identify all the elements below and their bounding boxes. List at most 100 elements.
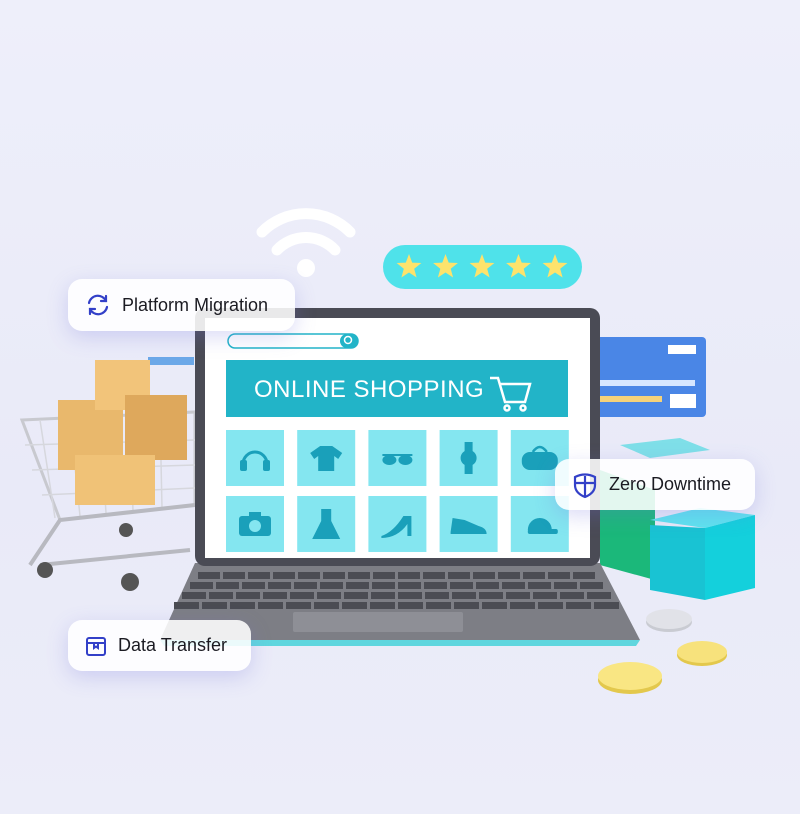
shopping-cart-with-boxes-icon bbox=[19, 357, 197, 591]
key bbox=[566, 602, 591, 609]
online-shopping-banner: ONLINE SHOPPING bbox=[254, 376, 485, 403]
key bbox=[423, 572, 445, 579]
star-icon bbox=[506, 254, 531, 278]
headphones-icon bbox=[240, 450, 270, 471]
key bbox=[528, 582, 551, 589]
key bbox=[320, 582, 343, 589]
key bbox=[182, 592, 206, 599]
key bbox=[373, 572, 395, 579]
star-icon bbox=[469, 254, 495, 278]
key bbox=[398, 582, 421, 589]
key bbox=[398, 572, 420, 579]
teal-boxes-icon bbox=[600, 438, 755, 600]
key bbox=[371, 592, 395, 599]
key bbox=[198, 572, 220, 579]
key bbox=[573, 572, 595, 579]
product-tile-dress[interactable] bbox=[297, 496, 356, 552]
product-tile-camera[interactable] bbox=[226, 496, 284, 552]
key bbox=[216, 582, 239, 589]
key bbox=[317, 592, 341, 599]
key bbox=[323, 572, 345, 579]
key bbox=[479, 592, 503, 599]
key bbox=[398, 592, 422, 599]
laptop-screen bbox=[195, 308, 600, 566]
refresh-icon bbox=[87, 294, 109, 316]
key bbox=[482, 602, 507, 609]
key bbox=[594, 602, 619, 609]
key bbox=[236, 592, 260, 599]
t-shirt-icon bbox=[310, 446, 343, 471]
key bbox=[344, 592, 368, 599]
key bbox=[273, 572, 295, 579]
key bbox=[314, 602, 339, 609]
key bbox=[342, 602, 367, 609]
key bbox=[202, 602, 227, 609]
key bbox=[230, 602, 255, 609]
key bbox=[533, 592, 557, 599]
key bbox=[294, 582, 317, 589]
key bbox=[372, 582, 395, 589]
coins-icon bbox=[598, 609, 727, 694]
key bbox=[268, 582, 291, 589]
zero-downtime-label: Zero Downtime bbox=[609, 474, 732, 494]
camera-icon bbox=[239, 512, 271, 536]
key bbox=[258, 602, 283, 609]
key bbox=[473, 572, 495, 579]
key bbox=[426, 602, 451, 609]
star-rating bbox=[383, 245, 582, 289]
key bbox=[548, 572, 570, 579]
key bbox=[498, 572, 520, 579]
key bbox=[190, 582, 213, 589]
key bbox=[502, 582, 525, 589]
key bbox=[510, 602, 535, 609]
key bbox=[286, 602, 311, 609]
key bbox=[209, 592, 233, 599]
data-transfer-label: Data Transfer bbox=[118, 635, 228, 655]
key bbox=[370, 602, 395, 609]
key bbox=[425, 592, 449, 599]
key bbox=[554, 582, 577, 589]
credit-card-icon bbox=[585, 337, 706, 417]
key bbox=[448, 572, 470, 579]
dress-icon bbox=[312, 509, 341, 539]
key bbox=[174, 602, 199, 609]
box-icon bbox=[86, 636, 106, 656]
key bbox=[450, 582, 473, 589]
product-tile-t-shirt[interactable] bbox=[297, 430, 356, 486]
data-transfer-badge: Data Transfer bbox=[68, 620, 251, 671]
key bbox=[560, 592, 584, 599]
platform-migration-badge: Platform Migration bbox=[68, 279, 295, 331]
key bbox=[263, 592, 287, 599]
watch-icon bbox=[460, 442, 477, 474]
wifi-icon bbox=[256, 208, 356, 277]
key bbox=[242, 582, 265, 589]
key bbox=[398, 602, 423, 609]
product-tile-sneaker[interactable] bbox=[439, 496, 498, 552]
key bbox=[580, 582, 603, 589]
key bbox=[248, 572, 270, 579]
sneaker-icon bbox=[450, 518, 487, 534]
key bbox=[476, 582, 499, 589]
key bbox=[454, 602, 479, 609]
star-icon bbox=[542, 254, 568, 278]
product-tile-high-heel[interactable] bbox=[368, 496, 427, 552]
key bbox=[290, 592, 314, 599]
product-tile-bag[interactable] bbox=[510, 430, 569, 486]
key bbox=[223, 572, 245, 579]
cap-icon bbox=[527, 518, 558, 534]
shield-icon bbox=[573, 472, 597, 498]
high-heel-icon bbox=[381, 516, 412, 538]
star-icon bbox=[396, 254, 422, 278]
key bbox=[587, 592, 611, 599]
key bbox=[506, 592, 530, 599]
platform-migration-label: Platform Migration bbox=[122, 294, 269, 315]
key bbox=[298, 572, 320, 579]
laptop-keyboard bbox=[160, 563, 640, 646]
key bbox=[452, 592, 476, 599]
product-tile-headphones[interactable] bbox=[226, 430, 284, 486]
product-tile-sunglasses[interactable] bbox=[368, 430, 427, 486]
product-tile-watch[interactable] bbox=[439, 430, 498, 486]
product-tile-cap[interactable] bbox=[510, 496, 569, 552]
